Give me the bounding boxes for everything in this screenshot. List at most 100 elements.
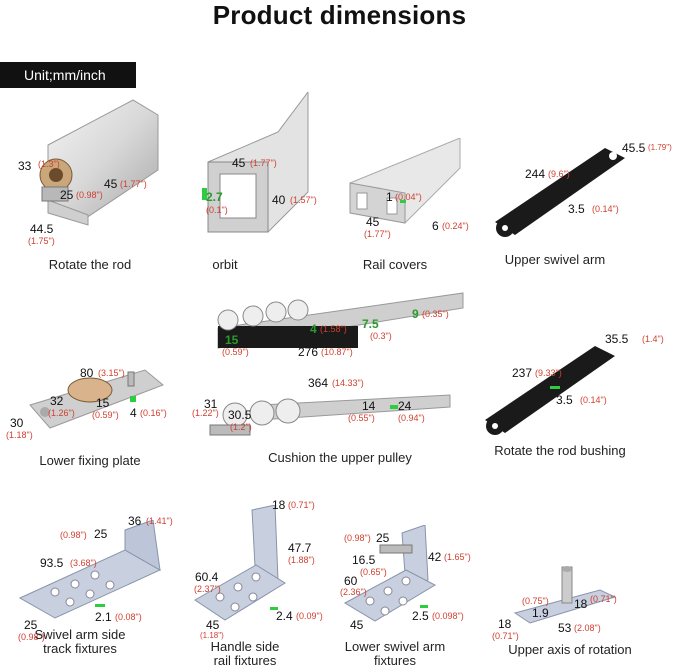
dim-label: (0.14") [592, 204, 619, 214]
dim-label: (2.37") [194, 584, 221, 594]
dim-label: 4 [310, 322, 317, 336]
dim-label: 15 [225, 333, 239, 347]
dim-label: (0.1") [206, 205, 228, 215]
dim-label: (1.2") [230, 422, 252, 432]
dim-label: (1.4") [642, 334, 664, 344]
dim-label: 25 [94, 527, 108, 541]
dim-label: (0.98") [344, 533, 371, 543]
dim-label: (0.98") [18, 632, 45, 642]
dim-label: (1.77") [250, 158, 277, 168]
dim-label: (1.3") [38, 159, 60, 169]
handle-fixture-image [194, 505, 286, 621]
lower-fixing-plate-image [29, 369, 164, 429]
dim-label: 42 [428, 550, 442, 564]
dim-label: 24 [398, 399, 412, 413]
dim-label: (0.35") [422, 309, 449, 319]
dim-label: 1.9 [532, 606, 549, 620]
dim-label: (14.33") [332, 378, 364, 388]
dim-label: (1.41") [146, 516, 173, 526]
dim-label: 36 [128, 514, 142, 528]
dim-label: 244 [525, 167, 546, 181]
dim-label: 45 [232, 156, 246, 170]
dim-label: (0.09") [296, 611, 323, 621]
dim-label: 31 [204, 397, 218, 411]
dim-label: 25 [376, 531, 390, 545]
dim-label: 32 [50, 394, 64, 408]
caption: Rotate the rod [48, 257, 132, 272]
dim-label: 18 [272, 498, 286, 512]
caption: rail fixtures [213, 653, 277, 668]
dim-label: 237 [512, 366, 533, 380]
dim-label: 18 [574, 597, 588, 611]
dim-label: 2.4 [276, 609, 293, 623]
dim-label: 33 [18, 159, 32, 173]
caption: Upper axis of rotation [508, 642, 632, 657]
dim-label: (0.08") [115, 612, 142, 622]
dim-label: 80 [80, 366, 94, 380]
orbit-image [202, 92, 309, 233]
dim-label: 364 [308, 376, 329, 390]
caption: fixtures [374, 653, 416, 668]
caption: Handle side [210, 639, 280, 654]
upper-axis-image [513, 566, 617, 624]
dim-label: (0.59") [92, 410, 119, 420]
dim-label: (0.098") [432, 611, 464, 621]
dim-label: 35.5 [605, 332, 629, 346]
dim-label: (1.57") [290, 195, 317, 205]
dim-label: 2.1 [95, 610, 112, 624]
dim-label: 45 [104, 177, 118, 191]
caption: Swivel arm side [34, 627, 126, 642]
dim-label: (3.15") [98, 368, 125, 378]
dim-label: 9 [412, 307, 419, 321]
dim-label: 30 [10, 416, 24, 430]
upper-swivel-arm-image [495, 148, 625, 237]
dim-label: (0.24") [442, 221, 469, 231]
caption: Lower swivel arm [344, 639, 446, 654]
dim-label: 16.5 [352, 553, 376, 567]
rod-bushing-image [485, 346, 615, 435]
dim-label: (0.98") [60, 530, 87, 540]
dim-label: (0.55") [348, 413, 375, 423]
dim-label: (1.18") [200, 631, 224, 640]
dim-label: 45 [350, 618, 364, 632]
dim-label: (9.33") [535, 368, 562, 378]
dim-label: 3.5 [556, 393, 573, 407]
caption: Upper swivel arm [504, 252, 606, 267]
dim-label: 18 [498, 617, 512, 631]
dim-label: 3.5 [568, 202, 585, 216]
caption: Lower fixing plate [39, 453, 141, 468]
dim-label: 47.7 [288, 541, 312, 555]
dim-label: (1.22") [192, 408, 219, 418]
dim-label: (0.75") [522, 596, 549, 606]
dim-label: (1.58") [320, 324, 347, 334]
caption: Rotate the rod bushing [494, 443, 626, 458]
dim-label: 2.5 [412, 609, 429, 623]
dim-label: (1.26") [48, 408, 75, 418]
caption: Rail covers [362, 257, 428, 272]
dim-label: 1 [386, 190, 393, 204]
dim-label: 45 [366, 215, 380, 229]
dim-label: 93.5 [40, 556, 64, 570]
dim-label: (0.98") [76, 190, 103, 200]
dim-label: 276 [298, 345, 319, 359]
dim-label: (1.77") [120, 179, 147, 189]
dim-label: 25 [24, 618, 38, 632]
dim-label: (0.94") [398, 413, 425, 423]
dim-label: 14 [362, 399, 376, 413]
dim-label: 15 [96, 396, 110, 410]
dim-label: (2.36") [340, 587, 367, 597]
dim-label: (1.88") [288, 555, 315, 565]
dim-label: 53 [558, 621, 572, 635]
caption: track fixtures [43, 641, 117, 656]
dim-label: 2.7 [206, 190, 223, 204]
unit-badge: Unit;mm/inch [0, 62, 136, 88]
dim-label: 6 [432, 219, 439, 233]
dim-label: (0.3") [370, 331, 392, 341]
dim-label: 44.5 [30, 222, 54, 236]
caption: Cushion the upper pulley [268, 450, 412, 465]
dim-label: (0.71") [288, 500, 315, 510]
rotate-rod-image [39, 99, 159, 226]
dim-label: (2.08") [574, 623, 601, 633]
dim-label: (1.75") [28, 236, 55, 246]
dim-label: (0.04") [395, 192, 422, 202]
